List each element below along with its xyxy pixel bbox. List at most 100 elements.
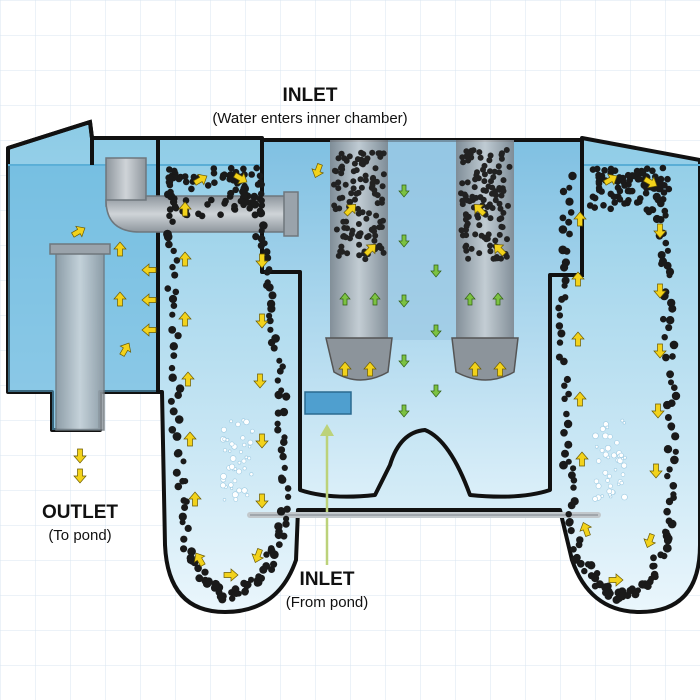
media-bead <box>611 199 618 206</box>
media-bead <box>344 225 351 232</box>
media-bead <box>167 188 174 196</box>
media-bead <box>172 288 180 296</box>
media-bead <box>636 175 643 183</box>
media-bead <box>672 448 679 455</box>
air-bubble <box>235 421 241 428</box>
air-bubble <box>240 435 246 441</box>
media-bead <box>661 207 669 215</box>
media-bead <box>369 175 376 182</box>
media-bead <box>227 164 235 172</box>
media-bead <box>563 410 570 418</box>
media-bead <box>458 227 465 234</box>
air-bubble <box>241 458 247 464</box>
media-bead <box>350 185 357 192</box>
media-bead <box>187 547 196 556</box>
media-bead <box>359 209 366 216</box>
media-bead <box>211 579 221 589</box>
media-bead <box>478 232 485 239</box>
media-bead <box>356 252 363 259</box>
air-bubble <box>611 452 617 459</box>
cartridge-center <box>388 140 456 340</box>
media-bead <box>380 171 387 178</box>
pond-inlet-arrowhead <box>320 424 334 436</box>
media-bead <box>664 175 671 183</box>
media-bead <box>666 316 675 325</box>
media-bead <box>561 382 568 389</box>
inlet-top-title: INLET <box>283 85 338 106</box>
media-bead <box>279 452 287 461</box>
media-bead <box>335 252 342 259</box>
media-bead <box>461 191 468 198</box>
media-bead <box>487 248 494 255</box>
media-bead <box>666 370 674 379</box>
media-bead <box>664 247 672 254</box>
media-bead <box>167 175 175 183</box>
media-bead <box>178 512 187 521</box>
media-bead <box>565 218 573 226</box>
media-bead <box>248 171 255 178</box>
media-bead <box>558 295 566 303</box>
media-bead <box>556 339 564 346</box>
media-bead <box>660 189 668 196</box>
media-bead <box>358 184 365 191</box>
media-bead <box>581 567 588 575</box>
media-bead <box>274 522 283 531</box>
media-bead <box>498 151 505 158</box>
media-bead <box>563 375 572 384</box>
air-bubble <box>607 473 612 479</box>
media-bead <box>610 193 618 200</box>
air-bubble <box>606 455 611 460</box>
media-bead <box>181 504 189 511</box>
air-bubble <box>222 437 227 442</box>
air-bubble <box>229 455 237 462</box>
outlet-lid <box>7 119 94 165</box>
media-bead <box>356 241 363 248</box>
media-bead <box>174 482 183 491</box>
media-bead <box>644 582 652 590</box>
media-bead <box>256 207 264 214</box>
media-bead <box>668 379 674 386</box>
air-bubble <box>614 440 620 446</box>
media-bead <box>671 391 681 401</box>
media-bead <box>563 419 573 429</box>
media-bead <box>619 174 627 182</box>
media-bead <box>355 189 362 196</box>
media-bead <box>565 518 574 527</box>
media-bead <box>278 475 287 484</box>
media-bead <box>598 172 606 180</box>
media-bead <box>665 267 675 276</box>
media-bead <box>194 564 202 573</box>
media-bead <box>668 399 676 408</box>
media-bead <box>229 595 236 602</box>
media-bead <box>555 304 563 312</box>
media-bead <box>491 168 498 175</box>
media-bead <box>354 156 361 163</box>
media-bead <box>496 216 503 223</box>
media-bead <box>169 263 176 271</box>
media-bead <box>342 181 349 188</box>
media-bead <box>362 177 369 184</box>
media-bead <box>490 255 497 262</box>
media-bead <box>487 242 494 249</box>
air-bubble <box>232 478 238 484</box>
air-bubble <box>599 447 605 453</box>
media-bead <box>487 152 494 159</box>
media-bead <box>371 237 378 244</box>
media-bead <box>279 407 289 417</box>
media-bead <box>500 209 507 216</box>
media-bead <box>377 152 384 159</box>
media-bead <box>363 215 370 222</box>
media-bead <box>256 172 264 180</box>
media-bead <box>496 169 503 176</box>
media-bead <box>626 176 633 184</box>
media-bead <box>172 432 182 441</box>
media-bead <box>477 154 484 161</box>
media-bead <box>575 541 583 549</box>
media-bead <box>492 197 499 204</box>
media-bead <box>348 190 355 197</box>
media-bead <box>164 285 172 292</box>
media-bead <box>232 186 239 194</box>
media-bead <box>355 205 361 212</box>
media-bead <box>344 250 351 257</box>
media-bead <box>347 235 353 242</box>
